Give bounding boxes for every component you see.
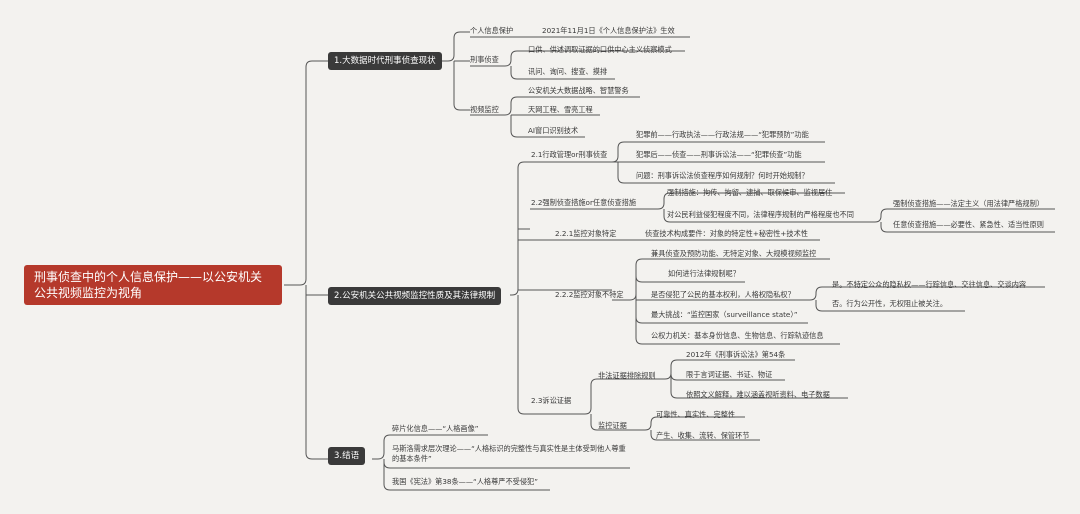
node-2-1[interactable]: 2.1行政管理or刑事侦查 xyxy=(531,150,608,159)
node-privacy-law[interactable]: 2021年11月1日《个人信息保护法》生效 xyxy=(542,26,675,35)
topic-3[interactable]: 3.结语 xyxy=(328,447,366,465)
node-2-1-a[interactable]: 犯罪前——行政执法——行政法规——“犯罪预防”功能 xyxy=(636,130,809,139)
node-exclusion-c[interactable]: 依照文义解释，难以涵盖视听资料、电子数据 xyxy=(686,390,830,399)
node-2-2-2-e[interactable]: 公权力机关：基本身份信息、生物信息、行踪轨迹信息 xyxy=(651,331,824,340)
node-exclusion[interactable]: 非法证据排除规则 xyxy=(598,371,656,380)
node-privacy[interactable]: 个人信息保护 xyxy=(470,26,514,35)
node-2-2-2-a[interactable]: 兼具侦查及预防功能、无特定对象、大规模视频监控 xyxy=(651,249,817,258)
root-title: 刑事侦查中的个人信息保护——以公安机关公共视频监控为视角 xyxy=(34,270,263,300)
node-2-2-2-c[interactable]: 是否侵犯了公民的基本权利，人格权隐私权？ xyxy=(651,290,795,299)
topic-2-title: 2.公安机关公共视频监控性质及其法律规制 xyxy=(334,291,496,301)
node-3-a[interactable]: 碎片化信息——“人格画像” xyxy=(392,424,479,433)
node-video-3[interactable]: AI窗口识别技术 xyxy=(528,126,579,135)
node-exclusion-b[interactable]: 限于言词证据、书证、物证 xyxy=(686,370,773,379)
topic-1[interactable]: 1.大数据时代刑事侦查现状 xyxy=(328,52,442,70)
node-2-1-b[interactable]: 犯罪后——侦查——刑事诉讼法——“犯罪侦查”功能 xyxy=(636,150,802,159)
node-3-b[interactable]: 马斯洛需求层次理论——“人格标识的完整性与真实性是主体受到他人尊重的基本条件” xyxy=(392,444,626,463)
node-2-2-b[interactable]: 对公民利益侵犯程度不同，法律程序规制的严格程度也不同 xyxy=(667,210,854,219)
node-2-2-1[interactable]: 2.2.1监控对象特定 xyxy=(555,229,617,238)
topic-3-title: 3.结语 xyxy=(334,451,360,461)
node-video-2[interactable]: 天网工程、雪亮工程 xyxy=(528,105,593,114)
root-topic[interactable]: 刑事侦查中的个人信息保护——以公安机关公共视频监控为视角 xyxy=(24,265,282,305)
node-2-1-c[interactable]: 问题：刑事诉讼法侦查程序如何规制？何时开始规制？ xyxy=(636,171,809,180)
node-answer-yes[interactable]: 是。不特定公众的隐私权——行踪信息、交往信息、交谈内容 xyxy=(832,280,1027,289)
node-2-2-2[interactable]: 2.2.2监控对象不特定 xyxy=(555,290,624,299)
topic-2[interactable]: 2.公安机关公共视频监控性质及其法律规制 xyxy=(328,287,502,305)
node-video[interactable]: 视频监控 xyxy=(470,105,499,114)
node-exclusion-a[interactable]: 2012年《刑事诉讼法》第54条 xyxy=(686,350,786,359)
node-investigation[interactable]: 刑事侦查 xyxy=(470,55,499,64)
node-review-b[interactable]: 产生、收集、流转、保管环节 xyxy=(656,431,750,440)
node-2-3[interactable]: 2.3诉讼证据 xyxy=(531,396,572,405)
node-investigation-2[interactable]: 讯问、询问、搜查、摸排 xyxy=(528,67,608,76)
node-2-2[interactable]: 2.2强制侦查措施or任意侦查措施 xyxy=(531,198,637,207)
node-review[interactable]: 监控证据 xyxy=(598,421,627,430)
node-review-a[interactable]: 可靠性、真实性、完整性 xyxy=(656,410,736,419)
node-video-1[interactable]: 公安机关大数据战略、智慧警务 xyxy=(528,86,629,95)
node-3-c[interactable]: 我国《宪法》第38条——“人格尊严不受侵犯” xyxy=(392,477,538,486)
node-2-2-2-b[interactable]: 如何进行法律规制呢？ xyxy=(668,269,740,278)
node-2-2-1-a[interactable]: 侦查技术构成要件：对象的特定性+秘密性+技术性 xyxy=(645,229,808,238)
node-answer-no[interactable]: 否。行为公开性，无权阻止被关注。 xyxy=(832,299,948,308)
node-2-2-sub-b[interactable]: 任意侦查措施——必要性、紧急性、适当性原则 xyxy=(893,220,1044,229)
node-2-2-2-d[interactable]: 最大挑战：“监控国家（surveillance state）” xyxy=(651,310,798,319)
topic-1-title: 1.大数据时代刑事侦查现状 xyxy=(334,56,436,66)
node-2-2-a[interactable]: 强制措施：拘传、拘留、逮捕、取保候审、监视居住 xyxy=(667,188,833,197)
node-2-2-sub-a[interactable]: 强制侦查措施——法定主义（用法律严格规制） xyxy=(893,199,1044,208)
node-investigation-1[interactable]: 口供、供述调取证据的口供中心主义侦察模式 xyxy=(528,45,672,54)
